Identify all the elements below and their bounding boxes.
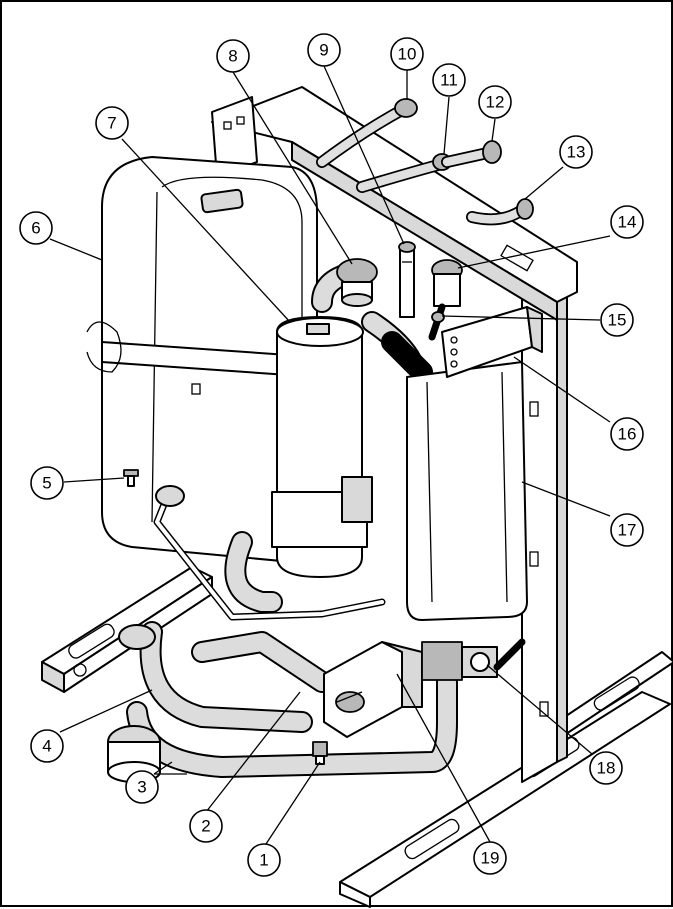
cylinder-unit <box>271 316 373 578</box>
bottom-piping <box>107 531 458 783</box>
fittings <box>428 259 463 341</box>
callout-3: 3 <box>125 770 159 804</box>
callout-1-label: 1 <box>259 851 268 870</box>
callout-17-label: 17 <box>618 521 637 540</box>
callout-9-label: 9 <box>319 41 328 60</box>
expansion-vessel <box>86 156 318 563</box>
callout-1: 1 <box>247 843 281 877</box>
callout-18: 18 <box>589 751 623 785</box>
callout-4-label: 4 <box>42 737 51 756</box>
callout-12-label: 12 <box>486 93 505 112</box>
callout-18-label: 18 <box>597 759 616 778</box>
callout-14: 14 <box>610 205 644 239</box>
drain-plug <box>312 741 328 765</box>
vessel-pipe <box>153 485 386 621</box>
callout-7-label: 7 <box>107 114 116 133</box>
callout-13-label: 13 <box>567 143 586 162</box>
callout-19-label: 19 <box>481 849 500 868</box>
callout-4: 4 <box>30 729 64 763</box>
callout-12: 12 <box>478 85 512 119</box>
callout-16-label: 16 <box>618 425 637 444</box>
heat-exchanger <box>406 361 528 621</box>
valve-group <box>421 638 526 681</box>
callout-15-label: 15 <box>608 311 627 330</box>
connection-pipes <box>316 98 534 226</box>
callout-19: 19 <box>473 841 507 875</box>
screw <box>123 469 139 487</box>
callout-5: 5 <box>30 466 64 500</box>
valve <box>336 258 378 307</box>
callout-2: 2 <box>189 809 223 843</box>
callout-15: 15 <box>600 303 634 337</box>
callout-10: 10 <box>390 37 424 71</box>
leader-lines <box>49 65 611 848</box>
callout-8-label: 8 <box>228 47 237 66</box>
callout-11-label: 11 <box>440 71 458 90</box>
callout-17: 17 <box>610 513 644 547</box>
callout-16: 16 <box>610 417 644 451</box>
callout-3-label: 3 <box>137 778 146 797</box>
callout-6-label: 6 <box>31 219 40 238</box>
callout-7: 7 <box>95 106 129 140</box>
sensor <box>398 241 416 318</box>
callout-10-label: 10 <box>398 45 417 64</box>
callout-13: 13 <box>559 135 593 169</box>
rear-piping <box>311 259 433 383</box>
callout-8: 8 <box>216 39 250 73</box>
callout-2-label: 2 <box>201 817 210 836</box>
pump <box>323 641 423 738</box>
callout-6: 6 <box>19 211 53 245</box>
callout-9: 9 <box>307 33 341 67</box>
callout-14-label: 14 <box>618 213 637 232</box>
callout-5-label: 5 <box>42 474 51 493</box>
callout-11: 11 <box>432 63 466 97</box>
